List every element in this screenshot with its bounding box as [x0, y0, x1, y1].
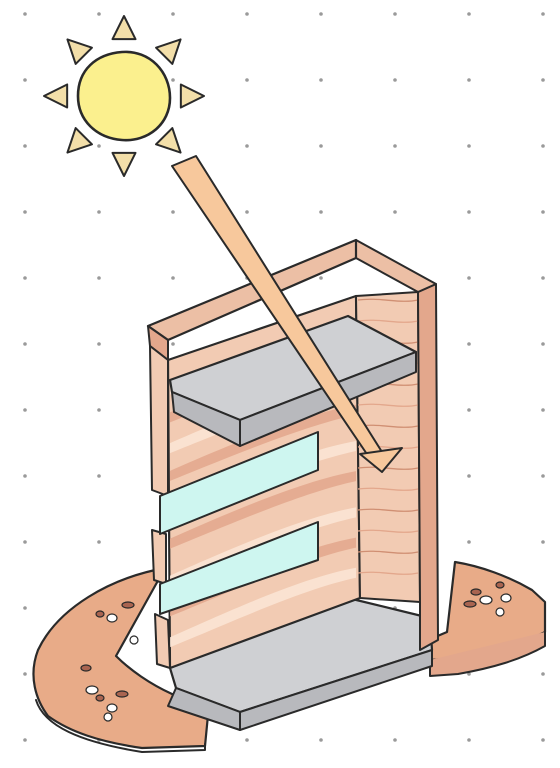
grid-dot — [541, 540, 545, 544]
grid-dot — [541, 408, 545, 412]
sun-ray — [112, 16, 135, 39]
grid-dot — [319, 144, 323, 148]
side-wall-outer-face — [418, 284, 438, 650]
grid-dot — [467, 540, 471, 544]
grid-dot — [97, 342, 101, 346]
grid-dot — [541, 738, 545, 742]
sun-icon — [44, 16, 204, 176]
grid-dot — [23, 672, 27, 676]
front-wall-middle-section — [152, 530, 166, 584]
grid-dot — [23, 276, 27, 280]
front-wall-upper-section — [150, 346, 168, 496]
grid-dot — [541, 342, 545, 346]
grid-dot — [467, 408, 471, 412]
grid-dot — [171, 78, 175, 82]
pebble — [96, 611, 104, 617]
grid-dot — [171, 276, 175, 280]
grid-dot — [245, 144, 249, 148]
grid-dot — [467, 342, 471, 346]
grid-dot — [541, 210, 545, 214]
grid-dot — [393, 12, 397, 16]
pebble — [464, 601, 476, 607]
grid-dot — [467, 276, 471, 280]
grid-dot — [245, 12, 249, 16]
sun-ray — [156, 39, 181, 64]
grid-dot — [23, 474, 27, 478]
grid-dot — [245, 210, 249, 214]
pebble — [471, 589, 481, 595]
pebble — [107, 614, 117, 622]
pebble — [86, 686, 98, 694]
grid-dot — [393, 210, 397, 214]
grid-dot — [467, 144, 471, 148]
grid-dot — [541, 672, 545, 676]
grid-dot — [393, 738, 397, 742]
grid-dot — [97, 12, 101, 16]
grid-dot — [23, 210, 27, 214]
grid-dot — [467, 78, 471, 82]
grid-dot — [245, 738, 249, 742]
grid-dot — [541, 12, 545, 16]
sun-ray — [67, 39, 92, 64]
grid-dot — [393, 144, 397, 148]
sun-ray — [112, 153, 135, 176]
grid-dot — [171, 12, 175, 16]
grid-dot — [541, 78, 545, 82]
grid-dot — [23, 540, 27, 544]
pebble — [122, 602, 134, 608]
pebble — [496, 582, 504, 588]
sun-disc — [78, 52, 170, 140]
grid-dot — [319, 276, 323, 280]
grid-dot — [97, 210, 101, 214]
sun-ray — [44, 84, 67, 107]
grid-dot — [319, 12, 323, 16]
grid-dot — [23, 78, 27, 82]
pebble — [116, 691, 128, 697]
grid-dot — [467, 738, 471, 742]
grid-dot — [97, 474, 101, 478]
pebble — [496, 608, 504, 616]
grid-dot — [319, 78, 323, 82]
grid-dot — [467, 12, 471, 16]
grid-dot — [97, 540, 101, 544]
grid-dot — [541, 474, 545, 478]
grid-dot — [467, 210, 471, 214]
pebble — [96, 695, 104, 701]
grid-dot — [97, 276, 101, 280]
grid-dot — [171, 342, 175, 346]
pebble — [480, 596, 492, 604]
grid-dot — [23, 342, 27, 346]
grid-dot — [23, 738, 27, 742]
sun-ray — [181, 84, 204, 107]
grid-dot — [245, 78, 249, 82]
sun-ray — [156, 128, 181, 153]
grid-dot — [23, 606, 27, 610]
grid-dot — [23, 12, 27, 16]
grid-dot — [393, 78, 397, 82]
pebble — [81, 665, 91, 671]
pebble — [107, 704, 117, 712]
wall-top-cap-right — [356, 240, 436, 292]
grid-dot — [97, 408, 101, 412]
pebble — [130, 636, 138, 644]
pebble — [501, 594, 511, 602]
grid-dot — [23, 144, 27, 148]
grid-dot — [23, 408, 27, 412]
grid-dot — [171, 210, 175, 214]
front-wall-lower-section — [155, 614, 170, 668]
grid-dot — [541, 144, 545, 148]
grid-dot — [467, 474, 471, 478]
grid-dot — [319, 210, 323, 214]
grid-dot — [97, 144, 101, 148]
pebble — [104, 713, 112, 721]
grid-dot — [319, 738, 323, 742]
grid-dot — [541, 276, 545, 280]
sun-ray — [67, 128, 92, 153]
